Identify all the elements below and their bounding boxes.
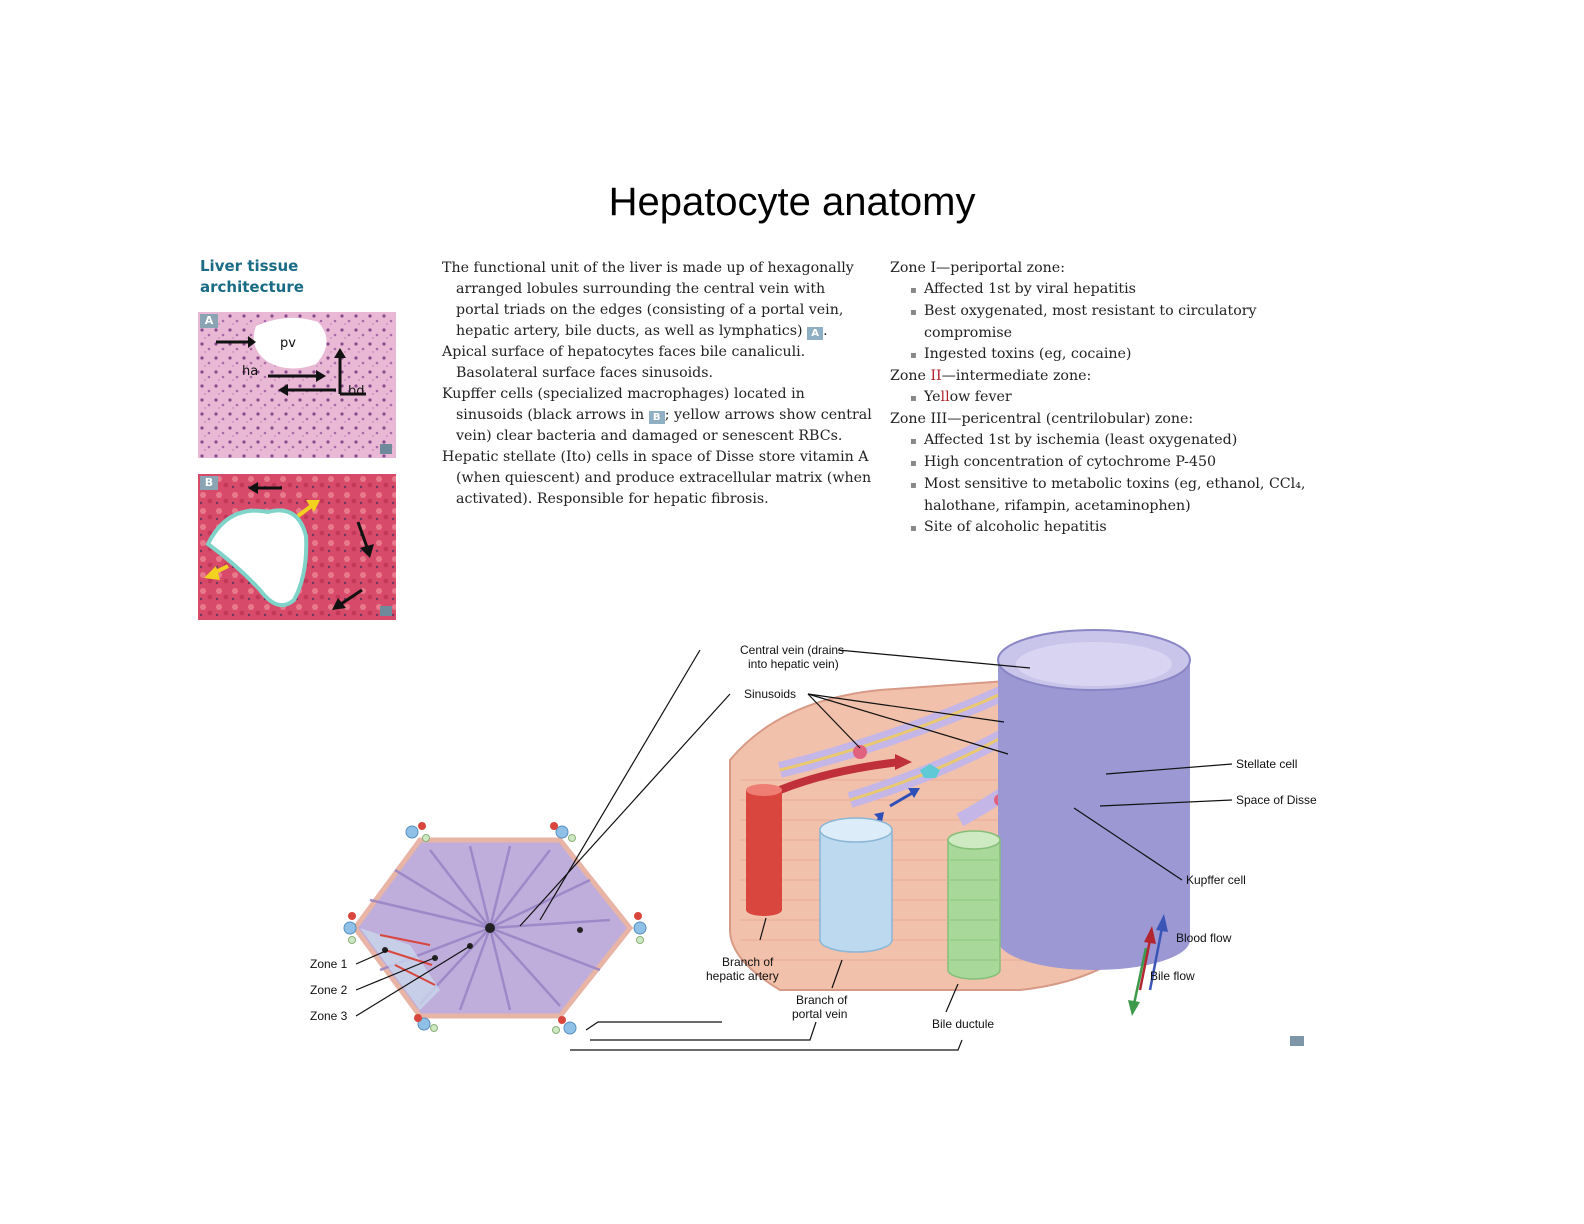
label-bile-flow: Bile flow (1150, 969, 1195, 983)
label-zone3: Zone 3 (310, 1009, 348, 1023)
liver-lobule-diagram: Central vein (drains into hepatic vein) … (310, 629, 1317, 1051)
section-heading: Liver tissue architecture (200, 256, 360, 298)
label-branch-hepatic-artery: Branch of (722, 955, 774, 969)
zone3-item: Affected 1st by ischemia (least oxygenat… (890, 430, 1330, 452)
panel-tag-a: A (200, 314, 218, 328)
label-kupffer-cell: Kupffer cell (1186, 873, 1246, 887)
zone1-item: Ingested toxins (eg, cocaine) (890, 344, 1330, 366)
portal-triads (343, 822, 647, 1035)
zone1-item: Best oxygenated, most resistant to circu… (890, 301, 1330, 344)
page-title: Hepatocyte anatomy (608, 180, 976, 224)
paragraph-kupffer: Kupffer cells (specialized macrophages) … (442, 386, 872, 444)
micrograph-b-image (198, 474, 396, 620)
paragraph-stellate: Hepatic stellate (Ito) cells in space of… (442, 449, 872, 507)
zone3-item: Most sensitive to metabolic toxins (eg, … (890, 474, 1330, 517)
label-space-of-disse: Space of Disse (1236, 793, 1317, 807)
label-pv: pv (280, 336, 296, 351)
label-ha: ha (242, 364, 259, 379)
panel-tag-b: B (200, 476, 218, 490)
label-branch-hepatic-artery-2: hepatic artery (706, 969, 779, 983)
description-column: The functional unit of the liver is made… (442, 258, 872, 510)
zones-column: Zone I—periportal zone: Affected 1st by … (890, 258, 1330, 539)
zone2-item: Yellow fever (890, 387, 1330, 409)
copyright-icon (380, 606, 392, 616)
hexagonal-lobule (351, 837, 634, 1019)
label-stellate-cell: Stellate cell (1236, 757, 1297, 771)
zone2-heading: Zone II—intermediate zone: (890, 368, 1092, 384)
ref-b: B (648, 411, 665, 424)
label-sinusoids: Sinusoids (744, 687, 796, 701)
paragraph-lobule: The functional unit of the liver is made… (442, 260, 854, 340)
label-central-vein-2: into hepatic vein) (748, 657, 839, 671)
hepatic-artery-branch (746, 784, 782, 916)
copyright-icon (380, 444, 392, 454)
label-central-vein: Central vein (drains (740, 643, 844, 657)
label-branch-portal-vein: Branch of (796, 993, 848, 1007)
micrograph-a: A pv ha bd (198, 312, 396, 458)
label-branch-portal-vein-2: portal vein (792, 1007, 847, 1021)
bile-ductule (947, 830, 1001, 980)
label-bd: bd (348, 384, 365, 399)
zone3-item: Site of alcoholic hepatitis (890, 517, 1330, 539)
zone3-item: High concentration of cytochrome P-450 (890, 452, 1330, 474)
copyright-icon (1290, 1036, 1304, 1046)
label-zone1: Zone 1 (310, 957, 348, 971)
paragraph-apical: Apical surface of hepatocytes faces bile… (442, 344, 806, 381)
section-heading-line1: Liver tissue (200, 257, 299, 275)
section-heading-line2: architecture (200, 278, 304, 296)
zone3-heading: Zone III—pericentral (centrilobular) zon… (890, 411, 1194, 427)
portal-vein-branch (819, 817, 893, 953)
flow-legend-arrows (1128, 914, 1168, 1016)
label-zone2: Zone 2 (310, 983, 348, 997)
micrograph-b: B (198, 474, 396, 620)
zone1-heading: Zone I—periportal zone: (890, 260, 1065, 276)
label-bile-ductule: Bile ductule (932, 1017, 994, 1031)
zone1-item: Affected 1st by viral hepatitis (890, 279, 1330, 301)
micrograph-a-image (198, 312, 396, 458)
label-blood-flow: Blood flow (1176, 931, 1232, 945)
central-vein (997, 629, 1191, 970)
leader-lines (355, 649, 1233, 1051)
ref-a: A (807, 327, 824, 340)
